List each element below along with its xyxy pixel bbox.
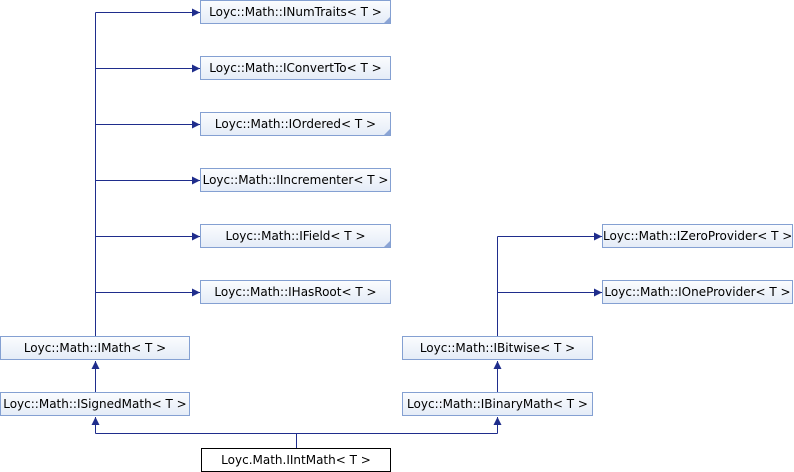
- node-ioneprovider-label: Loyc::Math::IOneProvider< T >: [604, 285, 791, 299]
- node-iintmath-label: Loyc.Math.IIntMath< T >: [221, 453, 371, 467]
- node-ibitwise[interactable]: Loyc::Math::IBitwise< T >: [402, 336, 593, 360]
- node-izeroprovider-label: Loyc::Math::IZeroProvider< T >: [603, 229, 793, 243]
- node-ibinarymath-label: Loyc::Math::IBinaryMath< T >: [407, 397, 588, 411]
- node-iincrementer[interactable]: Loyc::Math::IIncrementer< T >: [200, 168, 391, 192]
- node-imath[interactable]: Loyc::Math::IMath< T >: [0, 336, 190, 360]
- node-ioneprovider[interactable]: Loyc::Math::IOneProvider< T >: [602, 280, 793, 304]
- node-inumtraits[interactable]: Loyc::Math::INumTraits< T >: [200, 0, 391, 24]
- corner-fold-icon: [384, 129, 390, 135]
- node-iconvertto[interactable]: Loyc::Math::IConvertTo< T >: [200, 56, 391, 80]
- node-ibinarymath[interactable]: Loyc::Math::IBinaryMath< T >: [402, 392, 593, 416]
- corner-fold-icon: [384, 241, 390, 247]
- node-ifield-label: Loyc::Math::IField< T >: [225, 229, 366, 243]
- node-imath-label: Loyc::Math::IMath< T >: [23, 341, 167, 355]
- node-iincrementer-label: Loyc::Math::IIncrementer< T >: [202, 173, 389, 187]
- node-iintmath[interactable]: Loyc.Math.IIntMath< T >: [201, 448, 391, 472]
- node-isignedmath[interactable]: Loyc::Math::ISignedMath< T >: [0, 392, 190, 416]
- node-ibitwise-label: Loyc::Math::IBitwise< T >: [419, 341, 576, 355]
- node-izeroprovider[interactable]: Loyc::Math::IZeroProvider< T >: [602, 224, 793, 248]
- corner-fold-icon: [384, 17, 390, 23]
- node-iordered[interactable]: Loyc::Math::IOrdered< T >: [200, 112, 391, 136]
- node-inumtraits-label: Loyc::Math::INumTraits< T >: [209, 5, 382, 19]
- node-iconvertto-label: Loyc::Math::IConvertTo< T >: [209, 61, 382, 75]
- node-ifield[interactable]: Loyc::Math::IField< T >: [200, 224, 391, 248]
- node-ihasroot[interactable]: Loyc::Math::IHasRoot< T >: [200, 280, 391, 304]
- node-ihasroot-label: Loyc::Math::IHasRoot< T >: [214, 285, 377, 299]
- node-iordered-label: Loyc::Math::IOrdered< T >: [214, 117, 377, 131]
- node-isignedmath-label: Loyc::Math::ISignedMath< T >: [3, 397, 187, 411]
